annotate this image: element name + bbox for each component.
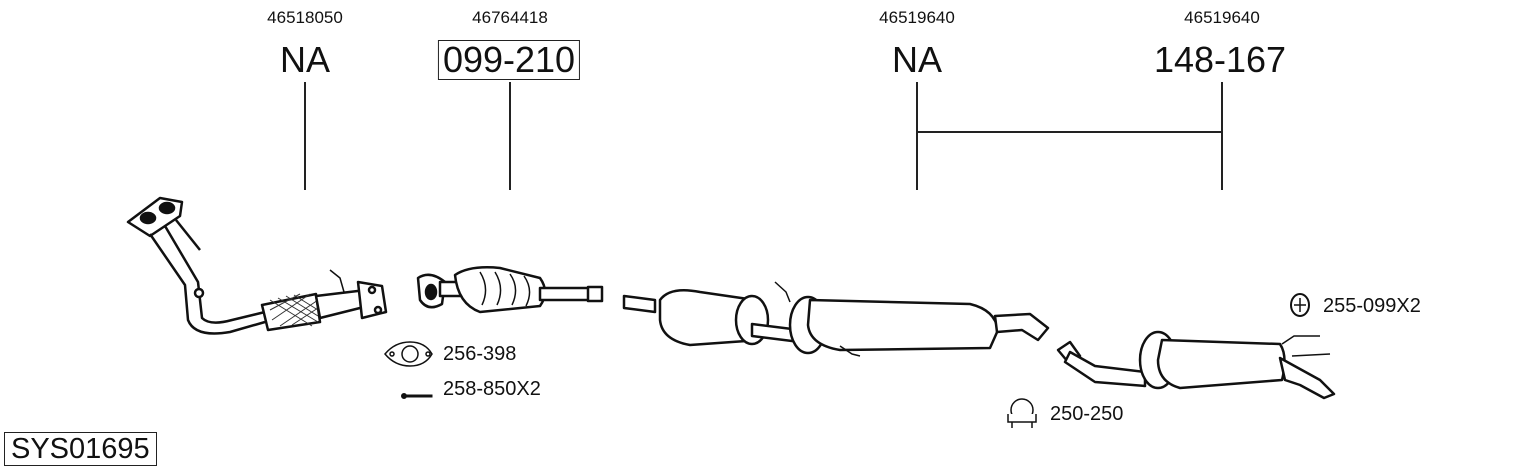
gasket-icon <box>384 341 433 367</box>
ref-code-catalyst[interactable]: 099-210 <box>437 40 581 80</box>
oem-number-catalyst: 46764418 <box>472 8 548 27</box>
accessory-label-gasket[interactable]: 256-398 <box>443 343 517 365</box>
ref-code-rear-silencer[interactable]: 148-167 <box>1153 39 1287 80</box>
system-code: SYS01695 <box>4 432 157 466</box>
rear-silencer-drawing[interactable] <box>1056 330 1336 400</box>
oem-number-rear-silencer: 46519640 <box>1184 8 1260 27</box>
oem-number-middle-silencer: 46519640 <box>879 8 955 27</box>
middle-silencer-drawing[interactable] <box>622 281 1050 357</box>
rubber-mount-icon <box>1290 293 1310 317</box>
accessory-label-rubber-mount[interactable]: 255-099X2 <box>1323 295 1421 317</box>
front-pipe-drawing[interactable] <box>126 196 388 335</box>
oem-number-front-pipe: 46518050 <box>267 8 343 27</box>
catalytic-converter-drawing[interactable] <box>416 266 604 314</box>
ref-code-front-pipe: NA <box>279 39 331 80</box>
accessory-label-clamp[interactable]: 250-250 <box>1050 403 1124 425</box>
bolt-icon <box>401 393 433 399</box>
accessory-label-bolt[interactable]: 258-850X2 <box>443 378 541 400</box>
ref-code-middle-silencer: NA <box>891 39 943 80</box>
clamp-icon <box>1007 398 1037 428</box>
